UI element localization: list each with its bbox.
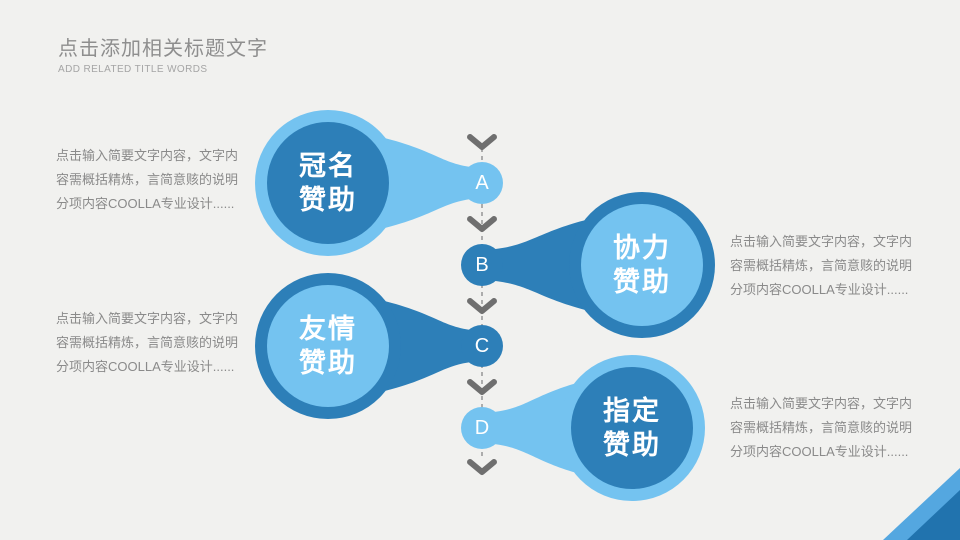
sponsor-c-line2: 赞助 (299, 348, 357, 378)
description-b-line3: 分项内容COOLLA专业设计...... (730, 282, 909, 297)
description-a-line2: 容需概括精炼，言简意赅的说明 (56, 172, 239, 187)
timeline-node-d: D (461, 407, 503, 449)
description-a-line1: 点击输入简要文字内容，文字内 (56, 148, 239, 163)
description-c-line3: 分项内容COOLLA专业设计...... (56, 359, 235, 374)
sponsor-d-line2: 赞助 (603, 430, 661, 460)
sponsor-circle-a: 冠名 赞助 (255, 110, 401, 256)
sponsor-circle-d: 指定 赞助 (559, 355, 705, 501)
sponsor-circle-c: 友情 赞助 (255, 273, 401, 419)
chevron-down-icon (467, 298, 497, 314)
corner-decoration-dark (907, 490, 960, 540)
chevron-down-icon (467, 379, 497, 395)
page-subtitle: ADD RELATED TITLE WORDS (58, 64, 208, 75)
timeline-node-a: A (461, 162, 503, 204)
description-b-line2: 容需概括精炼，言简意赅的说明 (730, 258, 913, 273)
sponsor-circle-b-label: 协力 赞助 (581, 204, 703, 326)
timeline-node-b: B (461, 244, 503, 286)
connector-c (372, 298, 483, 394)
description-a-line3: 分项内容COOLLA专业设计...... (56, 196, 235, 211)
sponsor-circle-a-label: 冠名 赞助 (267, 122, 389, 244)
description-block-a: 点击输入简要文字内容，文字内 容需概括精炼，言简意赅的说明 分项内容COOLLA… (56, 144, 256, 216)
sponsor-a-line2: 赞助 (299, 185, 357, 215)
chevron-down-icon (467, 459, 497, 475)
timeline-node-b-letter: B (475, 253, 489, 276)
description-c-line1: 点击输入简要文字内容，文字内 (56, 311, 239, 326)
connector-d (481, 380, 588, 476)
timeline-node-c-letter: C (474, 334, 490, 357)
connector-a (372, 135, 483, 231)
description-d-line3: 分项内容COOLLA专业设计...... (730, 444, 909, 459)
description-block-b: 点击输入简要文字内容，文字内 容需概括精炼，言简意赅的说明 分项内容COOLLA… (730, 230, 930, 302)
timeline-node-c: C (461, 325, 503, 367)
header: 点击添加相关标题文字 ADD RELATED TITLE WORDS (58, 32, 268, 75)
timeline-node-d-letter: D (474, 416, 490, 439)
sponsor-b-line1: 协力 (613, 233, 671, 263)
sponsor-circle-d-label: 指定 赞助 (571, 367, 693, 489)
description-block-d: 点击输入简要文字内容，文字内 容需概括精炼，言简意赅的说明 分项内容COOLLA… (730, 392, 930, 464)
sponsor-c-line1: 友情 (299, 314, 357, 344)
description-d-line1: 点击输入简要文字内容，文字内 (730, 396, 913, 411)
sponsor-d-line1: 指定 (603, 396, 661, 426)
chevron-down-icon (467, 134, 497, 150)
description-c-line2: 容需概括精炼，言简意赅的说明 (56, 335, 239, 350)
description-block-c: 点击输入简要文字内容，文字内 容需概括精炼，言简意赅的说明 分项内容COOLLA… (56, 307, 256, 379)
description-d-line2: 容需概括精炼，言简意赅的说明 (730, 420, 913, 435)
sponsor-circle-b: 协力 赞助 (569, 192, 715, 338)
connector-b (481, 217, 598, 313)
timeline-node-a-letter: A (475, 171, 489, 194)
description-b-line1: 点击输入简要文字内容，文字内 (730, 234, 913, 249)
sponsor-a-line1: 冠名 (299, 151, 357, 181)
sponsor-b-line2: 赞助 (613, 267, 671, 297)
sponsor-circle-c-label: 友情 赞助 (267, 285, 389, 407)
chevron-down-icon (467, 216, 497, 232)
page-title: 点击添加相关标题文字 (58, 38, 268, 60)
